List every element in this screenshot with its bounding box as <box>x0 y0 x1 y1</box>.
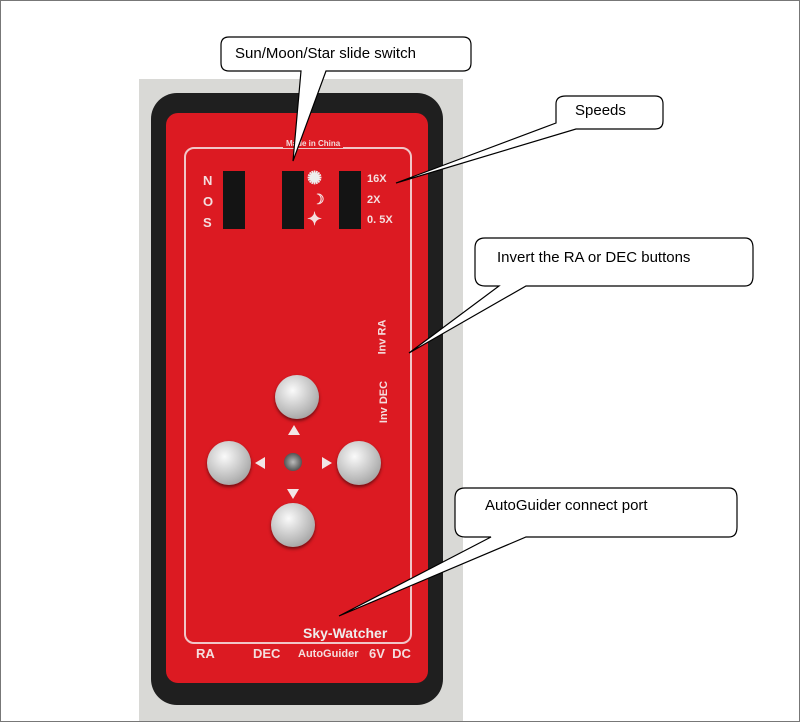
left-arrow-icon <box>255 457 265 469</box>
port-ra-label: RA <box>196 646 215 661</box>
callout-speeds-text: Speeds <box>575 102 626 119</box>
brand-logo: Sky-Watcher <box>301 625 390 641</box>
port-6vdc-label: 6V DC <box>369 646 411 661</box>
callout-autoguider-bubble <box>338 487 738 617</box>
callout-invert-bubble <box>408 237 754 354</box>
center-led <box>284 453 302 471</box>
up-arrow-icon <box>288 425 300 435</box>
moon-icon: ☽ <box>312 191 325 207</box>
up-button[interactable] <box>275 375 319 419</box>
sun-moon-star-switch[interactable] <box>282 171 304 229</box>
hemisphere-s: S <box>203 215 212 230</box>
down-arrow-icon <box>287 489 299 499</box>
hemisphere-o: O <box>203 194 214 209</box>
down-button[interactable] <box>271 503 315 547</box>
speed-16x: 16X <box>367 173 387 185</box>
hemisphere-n: N <box>203 173 213 188</box>
star-icon: ✦ <box>307 209 323 229</box>
speed-0-5x: 0. 5X <box>367 214 393 226</box>
callout-speeds-bubble <box>395 95 664 184</box>
port-dec-label: DEC <box>253 646 281 661</box>
made-in-china-label: Made in China <box>283 139 344 148</box>
speed-switch[interactable] <box>339 171 361 229</box>
callout-switch-text: Sun/Moon/Star slide switch <box>235 45 416 62</box>
callout-invert-text: Invert the RA or DEC buttons <box>497 249 691 266</box>
port-autoguider-label: AutoGuider <box>298 648 359 660</box>
callout-autoguider-text: AutoGuider connect port <box>485 497 648 514</box>
left-button[interactable] <box>207 441 251 485</box>
right-button[interactable] <box>337 441 381 485</box>
callout-switch-bubble <box>220 36 472 162</box>
speed-2x: 2X <box>367 194 381 206</box>
sun-icon: ✺ <box>307 168 323 188</box>
right-arrow-icon <box>322 457 332 469</box>
hemisphere-switch[interactable] <box>223 171 245 229</box>
